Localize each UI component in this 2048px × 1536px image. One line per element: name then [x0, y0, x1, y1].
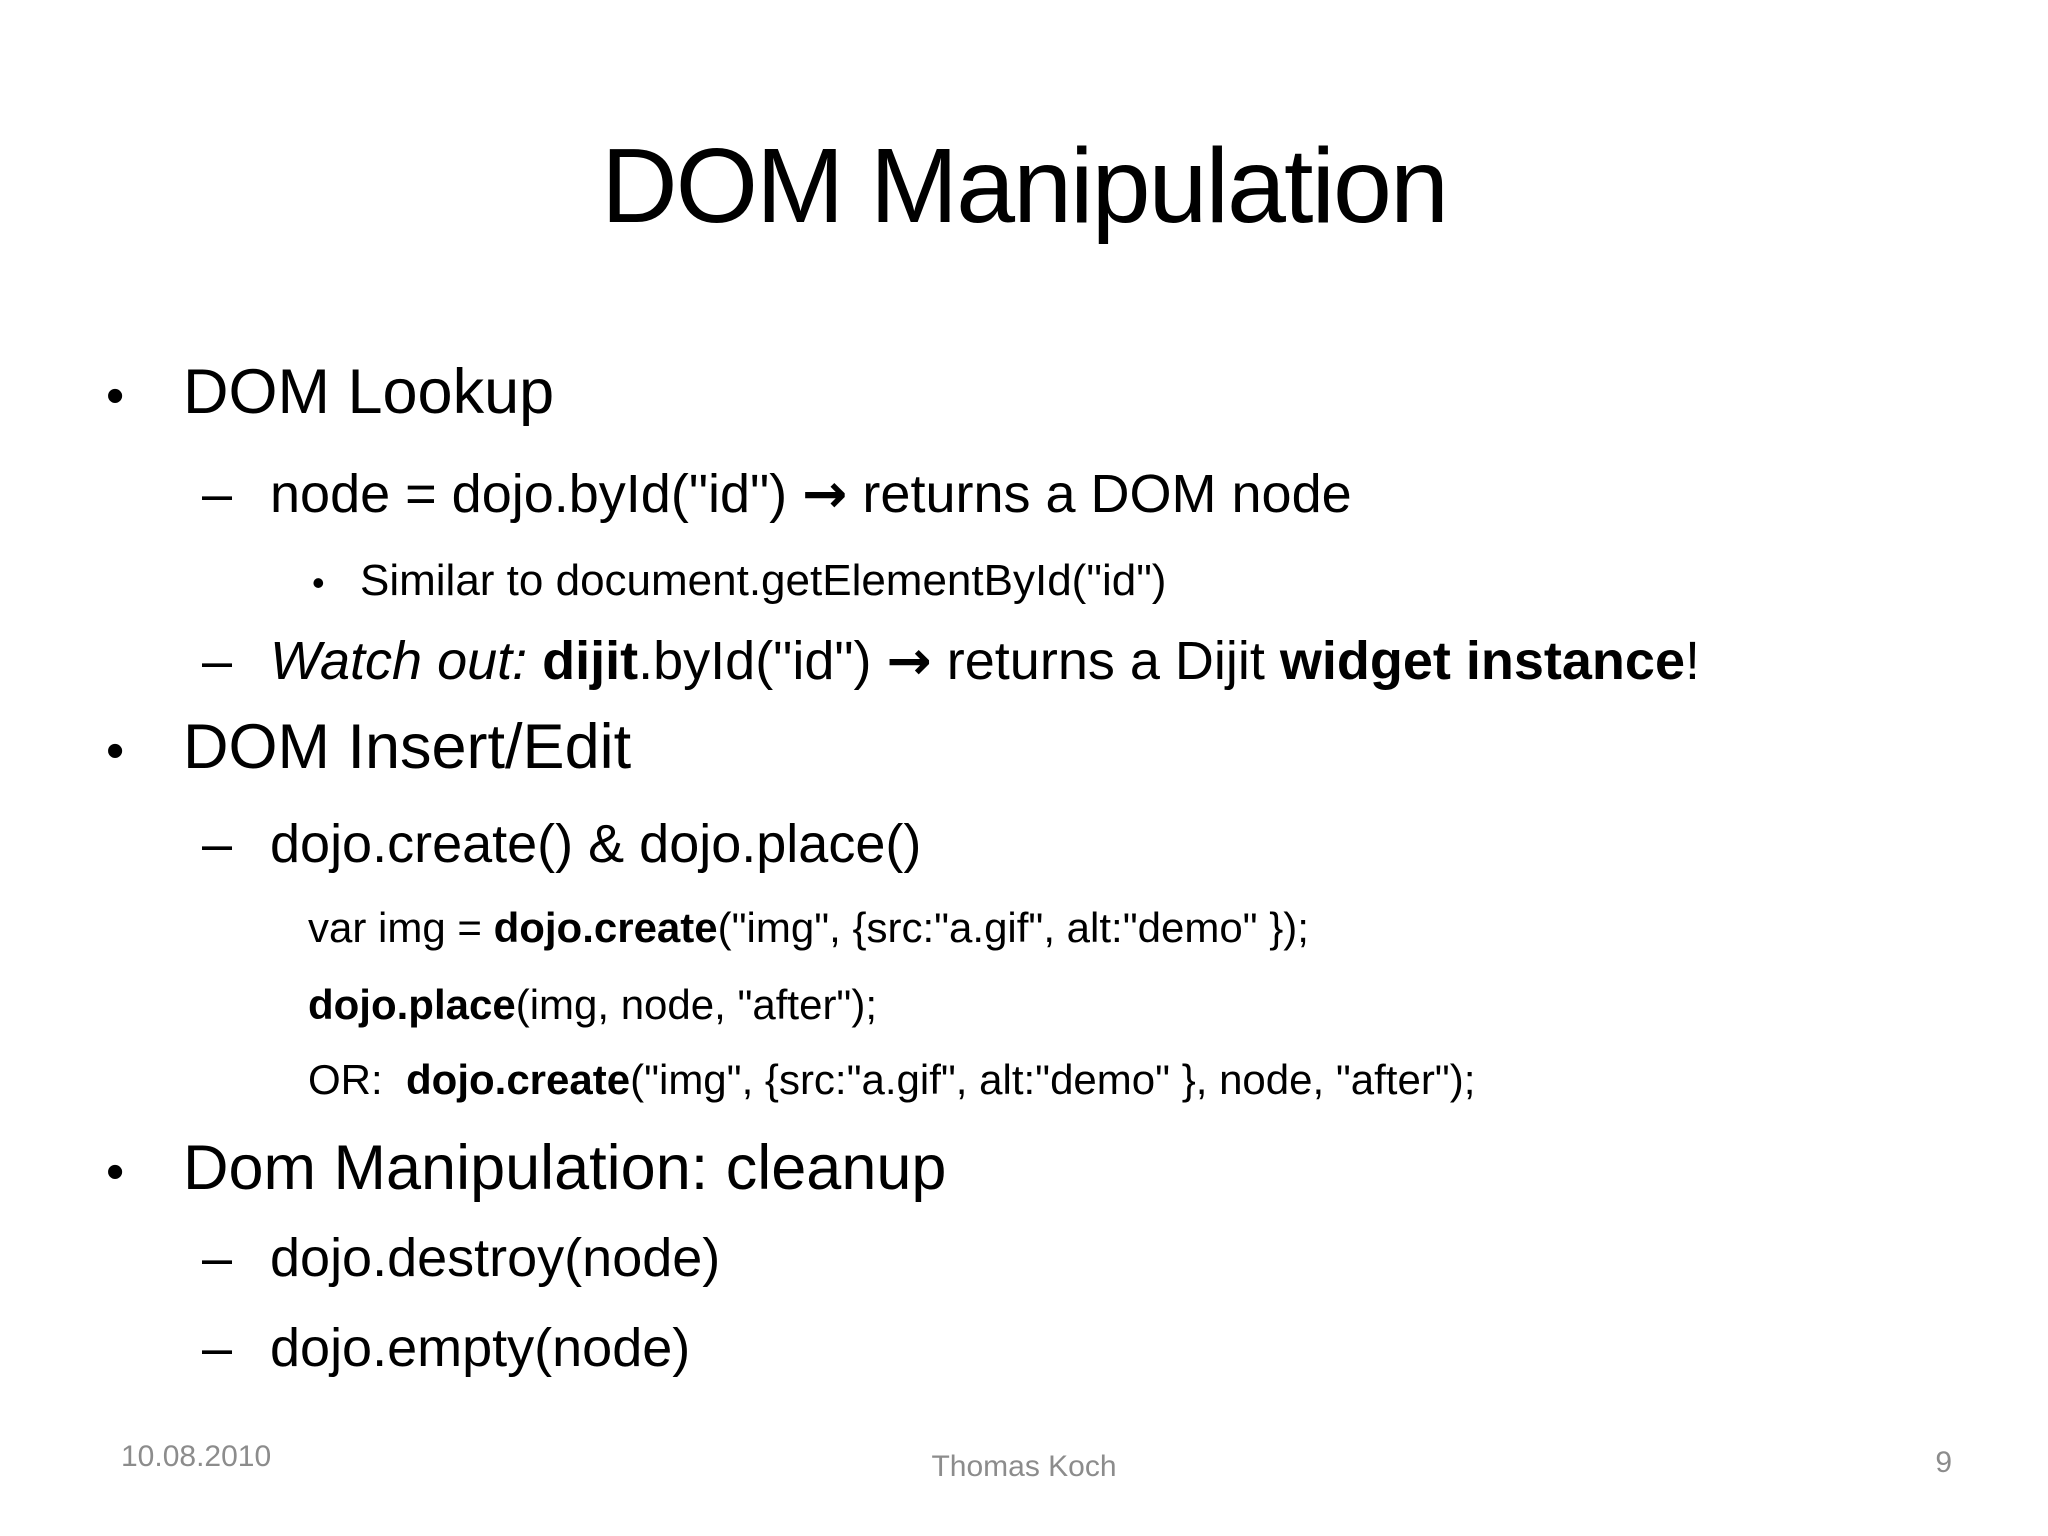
bold-text: dojo.place [308, 981, 516, 1028]
code-line-or-create: OR: dojo.create("img", {src:"a.gif", alt… [308, 1059, 1475, 1101]
plain-text: ! [1684, 631, 1700, 691]
code-text: node = dojo.byId("id") [270, 464, 803, 524]
code-text: OR: dojo.create("img", {src:"a.gif", alt… [308, 1059, 1475, 1101]
plain-text: returns a DOM node [847, 464, 1352, 524]
bold-text: dijit [542, 631, 639, 691]
bullet-line-destroy: – dojo.destroy(node) [202, 1231, 720, 1285]
right-arrow-icon: → [886, 629, 932, 692]
plain-text: returns a Dijit [931, 631, 1280, 691]
footer-page-number: 9 [1935, 1446, 1952, 1479]
plain-text: var img = [308, 904, 494, 951]
bullet-line-similar: • Similar to document.getElementById("id… [312, 559, 1166, 603]
bullet-text: Watch out: dijit.byId("id") → returns a … [270, 631, 1700, 691]
code-line-dojo-place: dojo.place(img, node, "after"); [308, 984, 877, 1026]
bullet-line-empty: – dojo.empty(node) [202, 1321, 690, 1375]
bullet-line-cleanup: • Dom Manipulation: cleanup [106, 1137, 946, 1200]
bullet-text: DOM Lookup [183, 357, 555, 427]
bullet-icon: • [312, 562, 325, 603]
dash-icon: – [202, 464, 233, 524]
bullet-icon: • [106, 1143, 125, 1201]
dash-icon: – [202, 631, 233, 691]
bullet-line-create-place: – dojo.create() & dojo.place() [202, 817, 921, 871]
bullet-text: node = dojo.byId("id") → returns a DOM n… [270, 464, 1352, 524]
italic-text: Watch out: [270, 631, 543, 691]
footer-author: Thomas Koch [931, 1450, 1117, 1483]
bullet-text: Dom Manipulation: cleanup [183, 1133, 947, 1203]
bold-text: dojo.create [406, 1056, 631, 1103]
bullet-icon: • [106, 367, 125, 425]
bullet-line-dom-lookup: • DOM Lookup [106, 361, 554, 424]
bold-text: dojo.create [493, 904, 718, 951]
bullet-line-dom-insert-edit: • DOM Insert/Edit [106, 716, 631, 779]
plain-text: OR: [308, 1056, 407, 1103]
bullet-text: Similar to document.getElementById("id") [360, 556, 1167, 605]
bullet-line-node-byid: – node = dojo.byId("id") → returns a DOM… [202, 464, 1352, 524]
bullet-text: dojo.empty(node) [270, 1318, 691, 1378]
plain-text: (img, node, "after"); [515, 981, 877, 1028]
bullet-text: DOM Insert/Edit [183, 712, 632, 782]
dash-icon: – [202, 1228, 233, 1288]
bullet-icon: • [106, 722, 125, 780]
bold-text: widget instance [1279, 631, 1685, 691]
code-text: var img = dojo.create("img", {src:"a.gif… [308, 907, 1309, 949]
slide-title: DOM Manipulation [601, 127, 1449, 245]
footer-date: 10.08.2010 [121, 1440, 272, 1473]
dash-icon: – [202, 1318, 233, 1378]
code-line-var-img: var img = dojo.create("img", {src:"a.gif… [308, 907, 1309, 949]
code-text: dojo.place(img, node, "after"); [308, 984, 877, 1026]
plain-text: ("img", {src:"a.gif", alt:"demo" }, node… [630, 1056, 1476, 1103]
right-arrow-icon: → [802, 462, 848, 525]
dash-icon: – [202, 814, 233, 874]
plain-text: ("img", {src:"a.gif", alt:"demo" }); [717, 904, 1309, 951]
bullet-text: dojo.create() & dojo.place() [270, 814, 922, 874]
bullet-text: dojo.destroy(node) [270, 1228, 721, 1288]
bullet-line-watch-out: – Watch out: dijit.byId("id") → returns … [202, 631, 1700, 691]
plain-text: .byId("id") [638, 631, 887, 691]
